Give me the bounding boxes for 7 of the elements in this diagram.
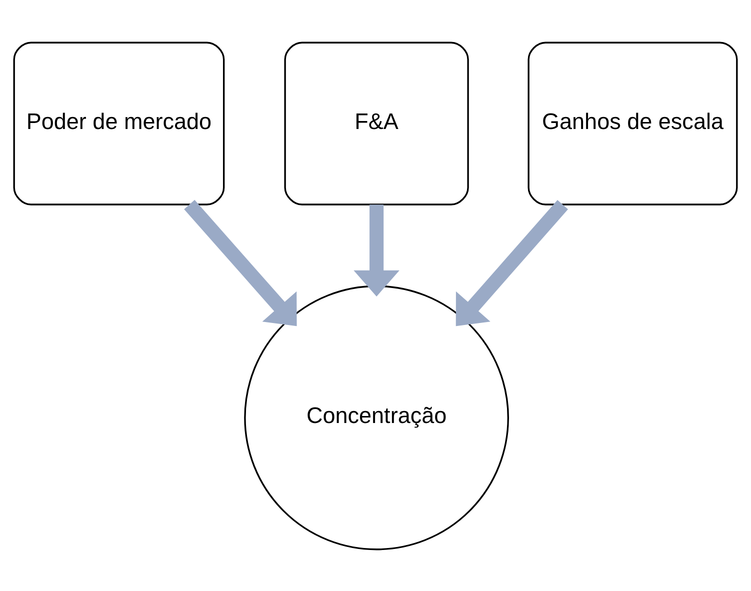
arrow	[456, 199, 568, 326]
node-circle: Concentração	[244, 284, 510, 550]
arrow	[184, 199, 297, 326]
node-box: F&A	[284, 41, 469, 205]
arrow	[354, 204, 400, 296]
node-box: Ganhos de escala	[528, 41, 738, 205]
node-box: Poder de mercado	[13, 41, 225, 205]
